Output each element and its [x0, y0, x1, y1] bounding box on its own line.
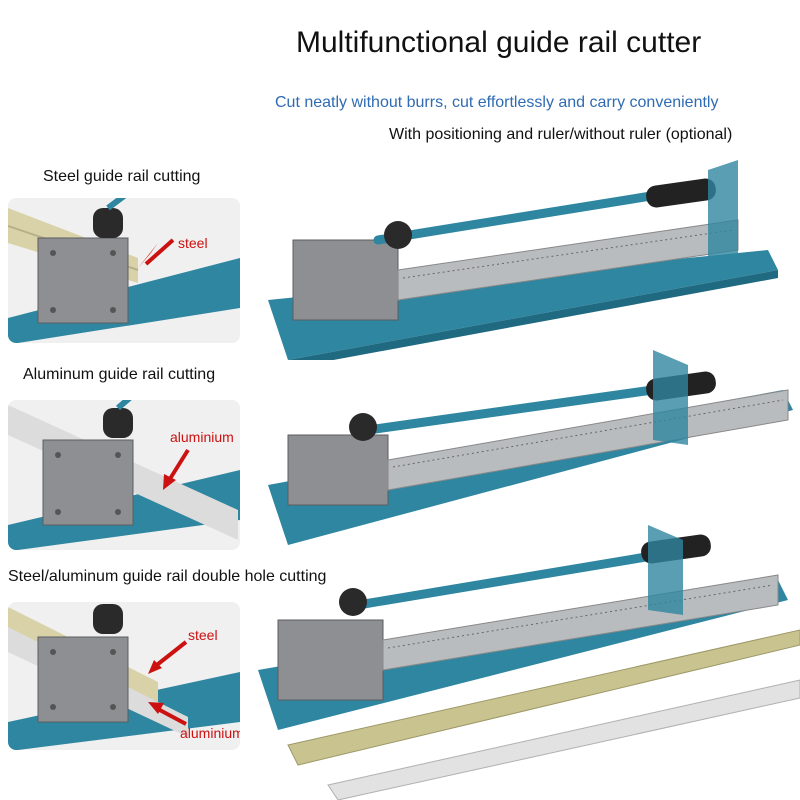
product-image-2 [268, 345, 800, 545]
subtitle-features: Cut neatly without burrs, cut effortless… [275, 94, 719, 111]
product-image-3 [258, 520, 800, 800]
label-steel-2: steel [188, 627, 218, 643]
photo-aluminum-cutting: aluminium [8, 400, 240, 550]
caption-aluminum-cutting: Aluminum guide rail cutting [23, 366, 216, 383]
photo-double-hole-cutting: steel aluminium [8, 602, 240, 750]
page-title: Multifunctional guide rail cutter [296, 26, 702, 59]
subtitle-options: With positioning and ruler/without ruler… [389, 126, 733, 143]
product-image-1 [268, 160, 800, 360]
label-steel: steel [178, 235, 208, 251]
photo-steel-cutting: steel [8, 198, 240, 343]
label-aluminium-2: aluminium [180, 725, 240, 741]
caption-steel-cutting: Steel guide rail cutting [43, 168, 201, 185]
caption-double-hole-cutting: Steel/aluminum guide rail double hole cu… [8, 568, 327, 585]
label-aluminium: aluminium [170, 429, 234, 445]
